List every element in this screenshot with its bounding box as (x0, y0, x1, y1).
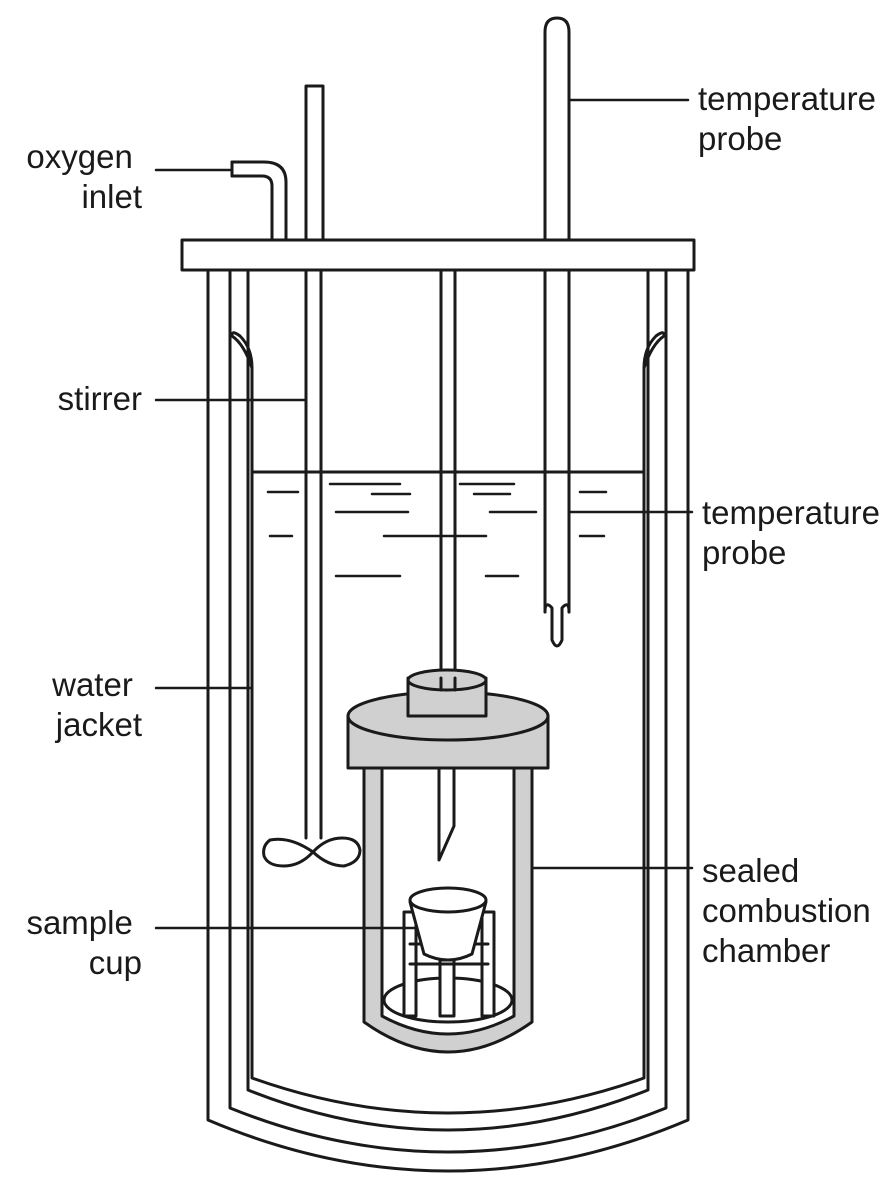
combustion-chamber (346, 668, 550, 1054)
outer-vessel (206, 266, 690, 1173)
vessel-lid (180, 238, 696, 272)
label-stirrer: stirrer (58, 380, 142, 417)
water-surface (250, 470, 646, 578)
temperature-probe-top (543, 16, 571, 648)
label-sample-cup: sample cup (26, 904, 142, 981)
stirrer (262, 84, 362, 868)
oxygen-inlet-pipe (230, 160, 288, 242)
label-temperature-probe-side: temperature probe (702, 494, 889, 571)
label-water-jacket: water jacket (51, 666, 142, 743)
label-temperature-probe-top: temperature probe (698, 80, 885, 157)
sample-cup (382, 886, 514, 1024)
label-sealed-combustion-chamber: sealed combustion chamber (702, 852, 880, 969)
inner-bucket (230, 331, 666, 1115)
leader-lines (154, 98, 694, 930)
label-oxygen-inlet: oxygen inlet (26, 138, 142, 215)
bomb-rod (439, 268, 457, 680)
